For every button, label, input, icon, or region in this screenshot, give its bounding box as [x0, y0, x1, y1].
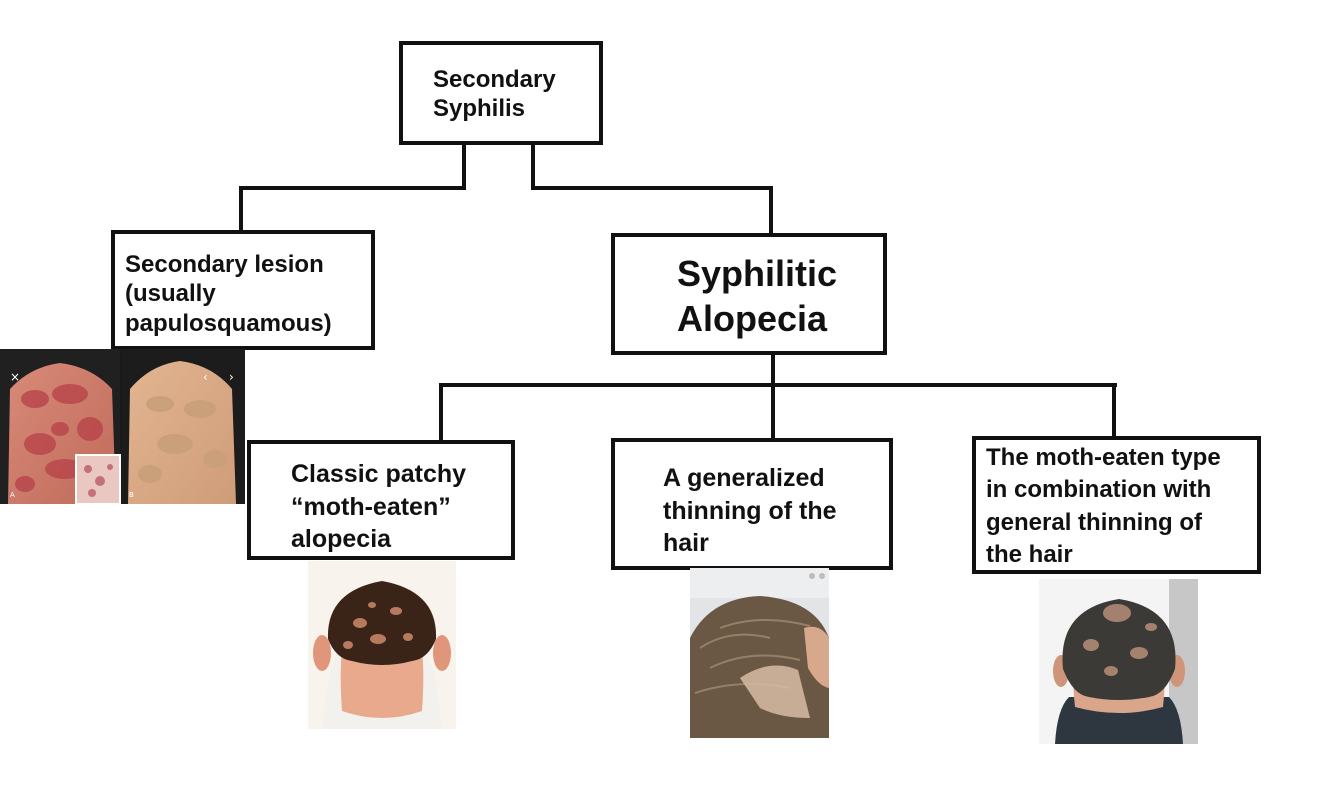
child-node-combination-label: The moth-eaten type in combination with …	[986, 444, 1221, 569]
connector-root-left-horizontal	[239, 186, 466, 190]
child-node-combination: The moth-eaten type in combination with …	[972, 436, 1261, 574]
root-node: Secondary Syphilis	[399, 41, 603, 145]
connector-root-right-horizontal	[531, 186, 773, 190]
moth-eaten-alopecia-photo	[308, 561, 456, 729]
child-node-generalized-thinning-label: A generalized thinning of the hair	[663, 464, 837, 557]
connector-alopecia-vertical	[769, 186, 773, 236]
syphilitic-alopecia-label: Syphilitic Alopecia	[677, 253, 838, 339]
panel-label-b: B	[129, 491, 134, 499]
connector-children-horizontal	[439, 383, 1117, 387]
root-node-label: Secondary Syphilis	[433, 66, 556, 123]
syphilitic-alopecia-node: Syphilitic Alopecia	[611, 233, 887, 355]
child-node-moth-eaten-label: Classic patchy “moth-eaten” alopecia	[291, 460, 467, 553]
secondary-lesion-node: Secondary lesion (usually papulosquamous…	[111, 230, 375, 350]
connector-root-right-vertical	[531, 144, 535, 190]
child-node-generalized-thinning: A generalized thinning of the hair	[611, 438, 893, 570]
connector-root-left-vertical	[462, 144, 466, 190]
svg-text:×: ×	[10, 370, 20, 384]
combination-type-photo	[1039, 579, 1198, 744]
svg-text:‹: ‹	[203, 370, 208, 384]
child-node-moth-eaten: Classic patchy “moth-eaten” alopecia	[247, 440, 515, 560]
connector-child1-vertical	[439, 383, 443, 443]
svg-text:›: ›	[229, 370, 234, 384]
panel-label-a: A	[10, 491, 15, 499]
connector-child3-vertical	[1112, 383, 1116, 439]
papulosquamous-rash-photo: × ‹ › A B	[0, 349, 245, 504]
secondary-lesion-label: Secondary lesion (usually papulosquamous…	[125, 251, 332, 337]
connector-alopecia-down	[771, 352, 775, 440]
connector-lesion-vertical	[239, 186, 243, 232]
generalized-thinning-photo	[690, 568, 829, 738]
